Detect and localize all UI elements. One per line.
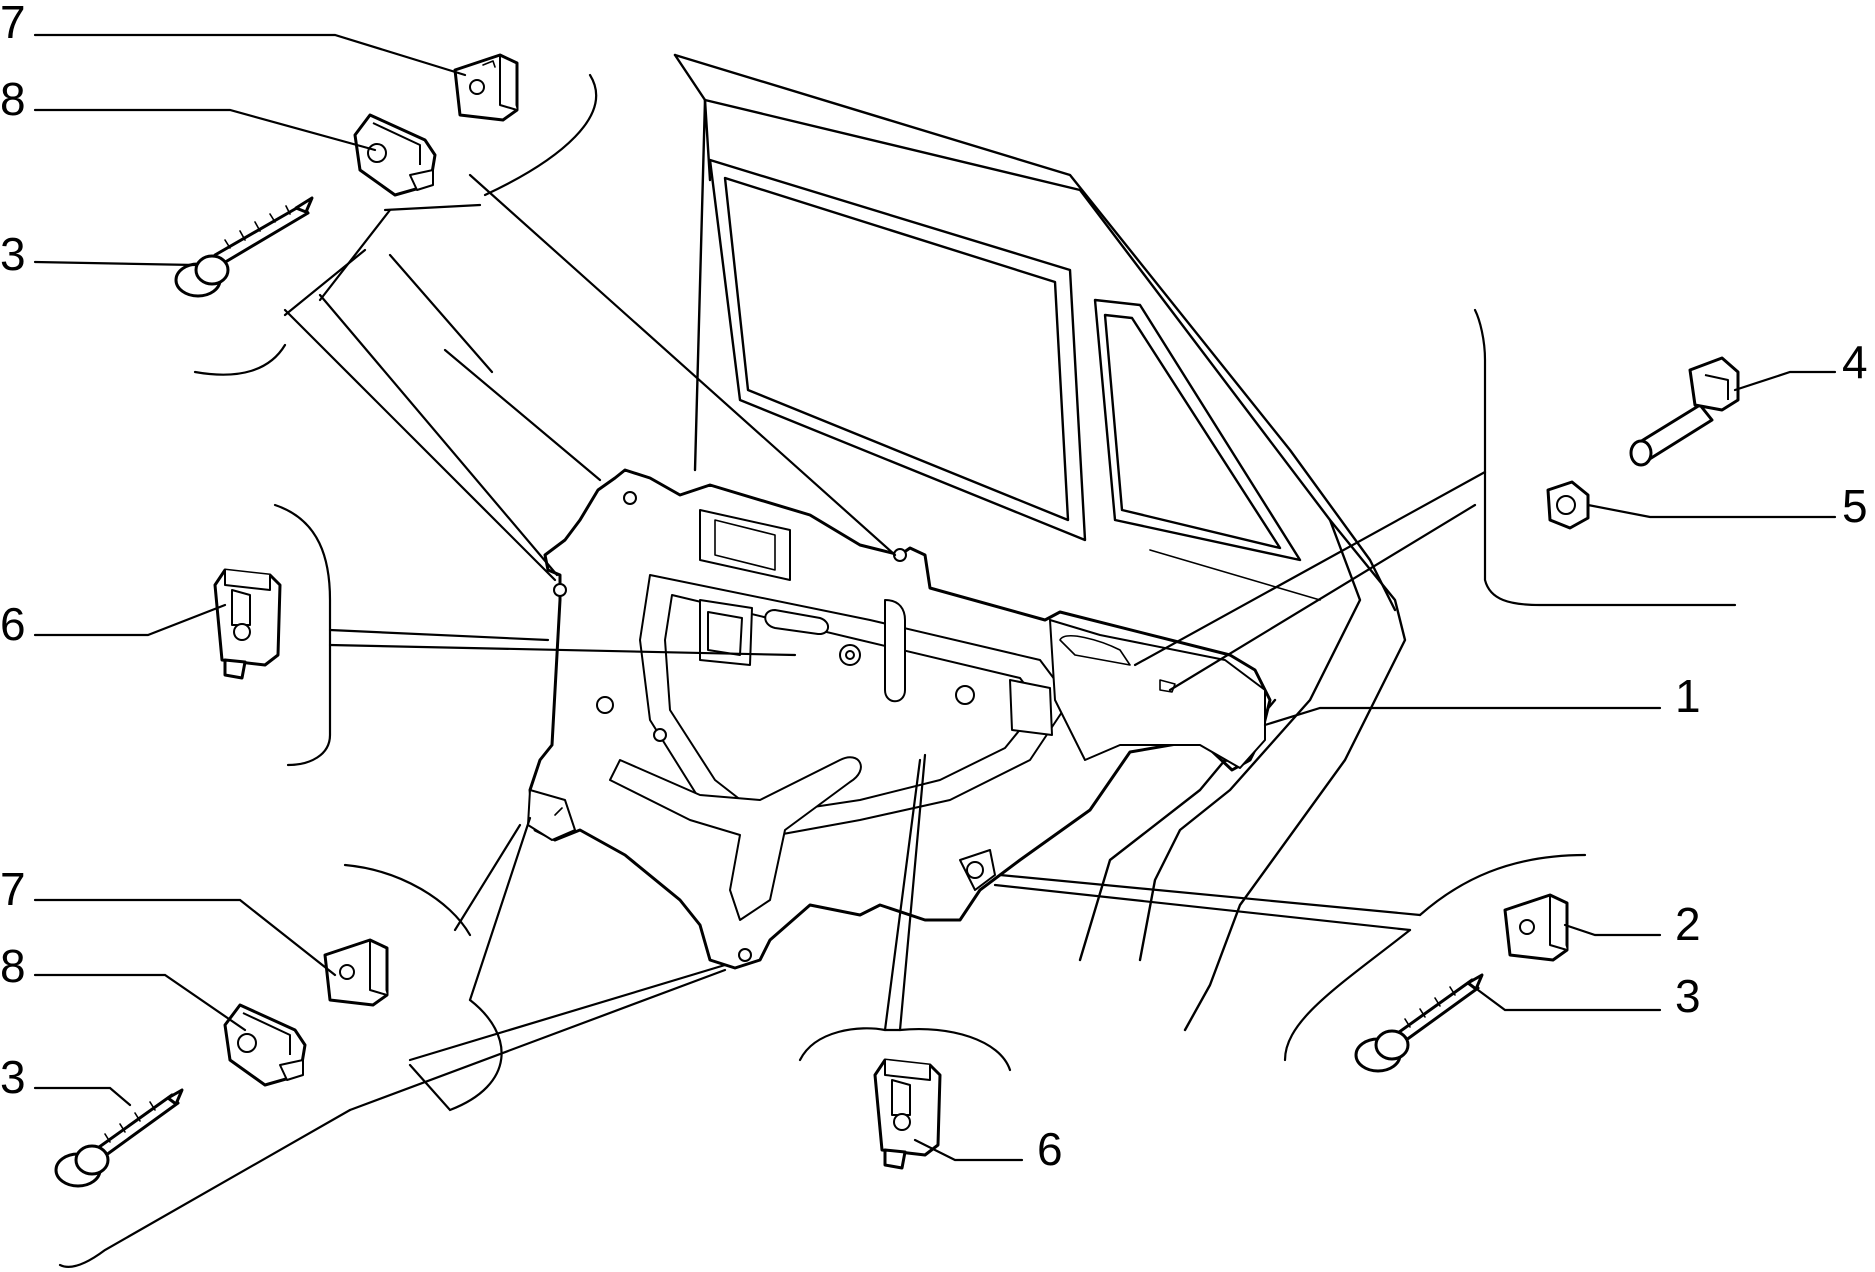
screw-part-3-bottom [54, 1088, 184, 1188]
callout-7-top: 7 [0, 0, 26, 48]
clip-part-6-left [213, 568, 282, 680]
clip-part-6-bottom [873, 1058, 942, 1170]
screw-part-3-right [1354, 973, 1484, 1073]
callout-labels: 7 8 3 6 7 8 3 4 5 1 2 3 6 [0, 0, 1868, 1175]
clip-part-8-top [353, 113, 437, 197]
screw-part-3-top [174, 196, 314, 298]
door-window-glass [708, 158, 1302, 562]
door-frame-outline [673, 53, 1407, 1032]
callout-3-right: 3 [1675, 970, 1701, 1022]
callout-2-right: 2 [1675, 898, 1701, 950]
callout-leader-lines [33, 33, 1837, 1162]
clip-part-2-right [1503, 893, 1569, 962]
nut-part-5 [1546, 480, 1590, 530]
clip-part-7-top [453, 53, 519, 122]
callout-8-bottom: 8 [0, 940, 26, 992]
callout-3-bottom: 3 [0, 1051, 26, 1103]
callout-6-bottom: 6 [1037, 1123, 1063, 1175]
clip-part-8-bottom [223, 1003, 307, 1087]
callout-8-top: 8 [0, 73, 26, 125]
callout-7-bottom: 7 [0, 863, 26, 915]
callout-5-right: 5 [1842, 480, 1868, 532]
clip-part-7-bottom [323, 938, 389, 1007]
callout-4-right: 4 [1842, 336, 1868, 388]
callout-1-right: 1 [1675, 670, 1701, 722]
callout-6-left: 6 [0, 598, 26, 650]
bolt-part-4 [1629, 356, 1740, 467]
door-module-panel [527, 468, 1272, 970]
callout-3-top: 3 [0, 228, 26, 280]
panel-leader-lines [58, 73, 1737, 1268]
